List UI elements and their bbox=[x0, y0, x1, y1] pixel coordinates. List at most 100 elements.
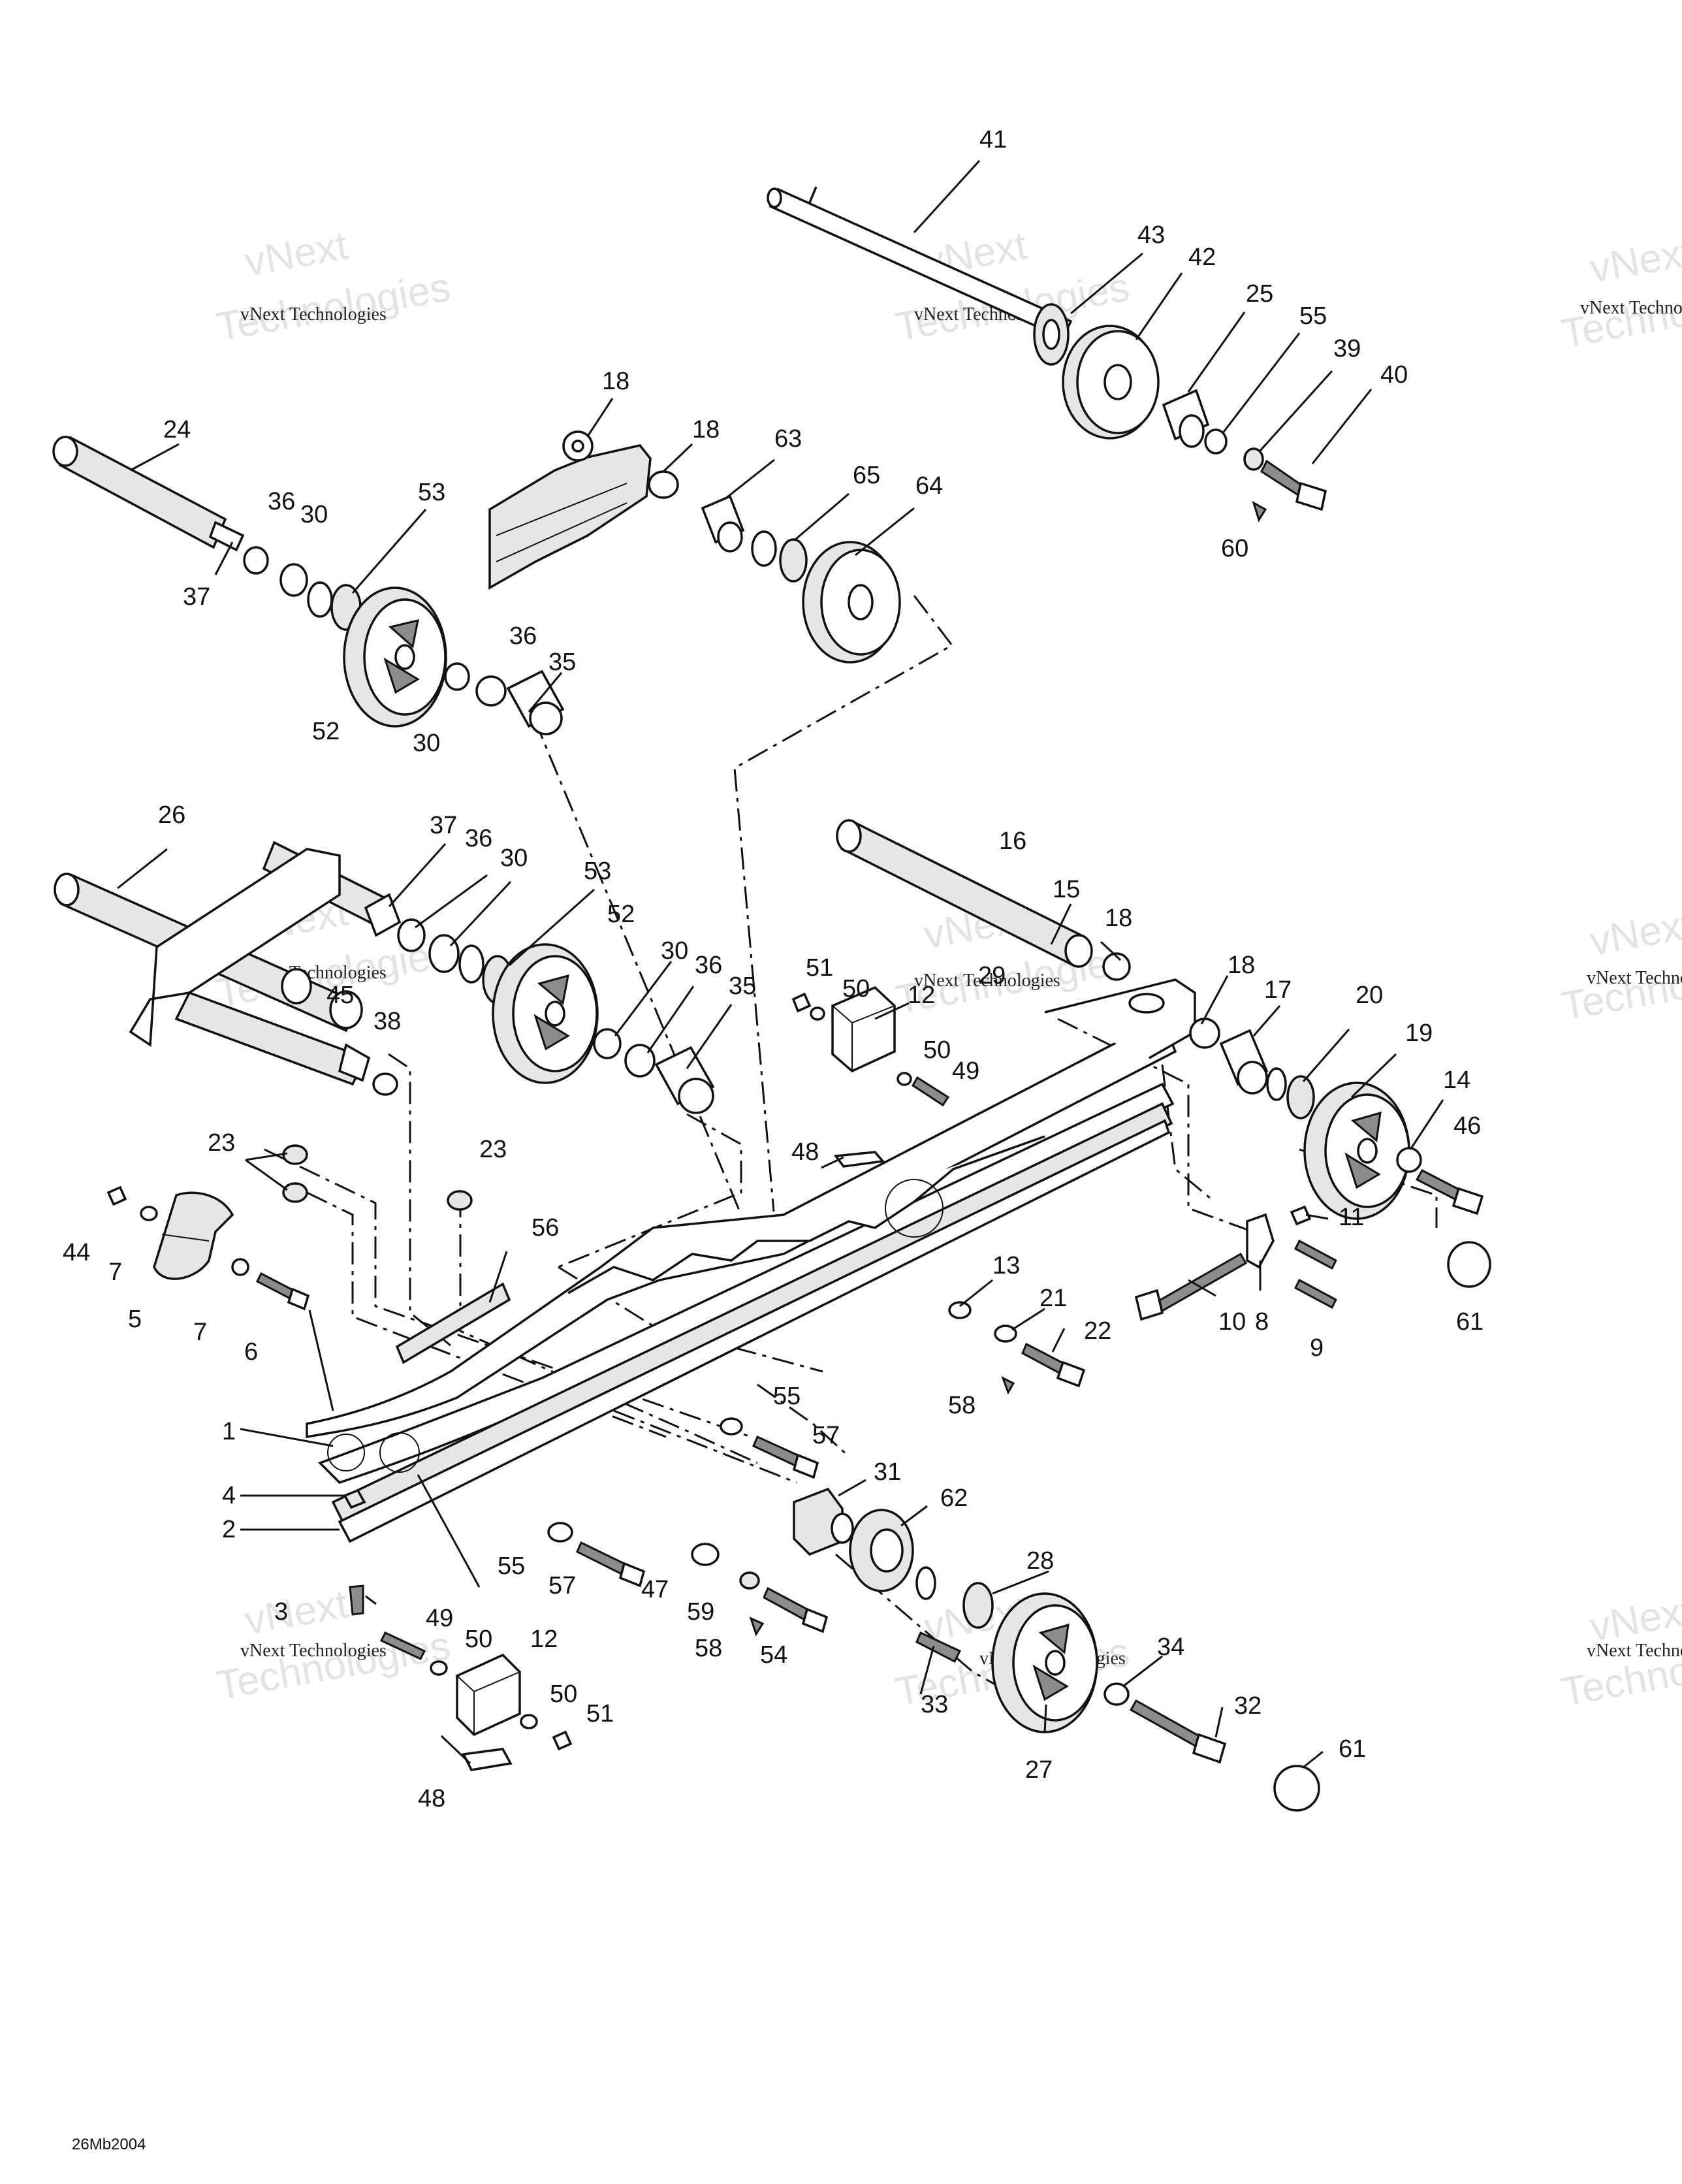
callout-24: 24 bbox=[163, 416, 191, 443]
watermark-small-9: vNext Technologies bbox=[1587, 1641, 1682, 1661]
part-49-screw-upper bbox=[911, 1076, 950, 1107]
part-51-nut-upper bbox=[791, 992, 812, 1013]
part-26-rear-arm bbox=[54, 841, 394, 1086]
part-30-spacer-4 bbox=[593, 1028, 622, 1059]
callout-27: 27 bbox=[1025, 1756, 1053, 1784]
callout-6: 6 bbox=[244, 1338, 258, 1366]
callout-55-top: 55 bbox=[1299, 302, 1327, 330]
callout-55-b: 55 bbox=[773, 1383, 801, 1410]
callout-39: 39 bbox=[1333, 335, 1361, 362]
part-35-bushing bbox=[506, 669, 565, 735]
callout-56: 56 bbox=[532, 1214, 559, 1242]
part-20-bearing bbox=[1286, 1075, 1315, 1119]
part-28-bearing bbox=[962, 1582, 994, 1629]
part-58-fitting-lower bbox=[749, 1616, 765, 1637]
callout-49-b: 49 bbox=[426, 1605, 453, 1632]
callout-15: 15 bbox=[1053, 876, 1080, 903]
callout-36-d: 36 bbox=[695, 952, 722, 979]
part-52-wheel-upper bbox=[343, 586, 447, 728]
part-19-wheel bbox=[1303, 1082, 1410, 1220]
callout-37-b: 37 bbox=[430, 812, 457, 839]
part-50-washer-upper bbox=[810, 1006, 825, 1021]
callout-58-a: 58 bbox=[948, 1392, 976, 1419]
part-35-bushing-2 bbox=[654, 1046, 715, 1114]
callout-18-b: 18 bbox=[692, 416, 720, 443]
watermark-small-1: vNext Technologies bbox=[240, 304, 387, 325]
watermark-3: vNext Technologies bbox=[1558, 229, 1682, 357]
part-13-washer bbox=[948, 1301, 972, 1319]
callout-7-b: 7 bbox=[193, 1319, 207, 1346]
part-48-pad-upper bbox=[833, 1151, 885, 1168]
part-6-bolt bbox=[255, 1272, 310, 1311]
part-18-washer bbox=[648, 470, 679, 499]
callout-32: 32 bbox=[1234, 1692, 1262, 1720]
callout-9: 9 bbox=[1310, 1334, 1324, 1362]
callout-65: 65 bbox=[853, 462, 880, 489]
callout-57-a: 57 bbox=[812, 1422, 840, 1449]
callout-14: 14 bbox=[1443, 1067, 1470, 1094]
callout-30-b: 30 bbox=[413, 730, 440, 757]
part-circlip-left bbox=[307, 581, 333, 618]
watermark-1: vNext Technologies bbox=[213, 223, 453, 350]
callout-3: 3 bbox=[274, 1598, 288, 1626]
part-18-washer-3 bbox=[1189, 1018, 1220, 1049]
part-16-shaft bbox=[836, 819, 1093, 968]
part-7-washer-2 bbox=[231, 1258, 249, 1276]
part-11-nut bbox=[1290, 1205, 1312, 1226]
watermark-7: vNext Technologies bbox=[213, 1581, 453, 1709]
part-23-nut-1 bbox=[282, 1144, 308, 1165]
callout-50-b: 50 bbox=[923, 1036, 951, 1064]
part-50-washer-upper-2 bbox=[897, 1072, 912, 1086]
part-40-bolt bbox=[1260, 459, 1327, 511]
callout-63: 63 bbox=[774, 425, 802, 453]
callout-10: 10 bbox=[1218, 1308, 1246, 1336]
callout-41: 41 bbox=[979, 126, 1007, 153]
callout-18-d: 18 bbox=[1228, 952, 1255, 979]
callout-18-c: 18 bbox=[1105, 905, 1132, 932]
callout-51-b: 51 bbox=[586, 1700, 614, 1727]
callout-37-a: 37 bbox=[183, 583, 210, 611]
part-56-plate bbox=[395, 1282, 511, 1364]
callout-35-b: 35 bbox=[729, 972, 756, 1000]
callout-34: 34 bbox=[1157, 1633, 1184, 1661]
callout-19: 19 bbox=[1405, 1020, 1433, 1047]
callout-42: 42 bbox=[1188, 244, 1216, 271]
part-57-bolt-lower bbox=[576, 1541, 646, 1588]
callout-64: 64 bbox=[915, 472, 943, 500]
callout-53-b: 53 bbox=[584, 858, 611, 885]
callout-36-a: 36 bbox=[268, 488, 295, 515]
part-62-thrust-washer bbox=[849, 1509, 914, 1592]
part-23-nut-3 bbox=[447, 1190, 473, 1211]
watermark-small-5: vNext Technologies bbox=[914, 971, 1060, 991]
part-64-wheel bbox=[802, 541, 901, 664]
part-12-block-upper bbox=[831, 986, 896, 1073]
callout-51-a: 51 bbox=[806, 954, 833, 982]
part-12-block-lower bbox=[456, 1653, 521, 1737]
part-10-bolt-head bbox=[1134, 1289, 1164, 1321]
callout-50-a: 50 bbox=[842, 975, 870, 1003]
part-47-washer bbox=[691, 1543, 720, 1566]
part-49-screw-lower bbox=[379, 1631, 426, 1660]
part-36-washer bbox=[243, 546, 269, 575]
figure-id-label: 26Mb2004 bbox=[72, 2136, 146, 2153]
callout-43: 43 bbox=[1137, 221, 1165, 249]
callout-59: 59 bbox=[687, 1598, 714, 1626]
callout-17: 17 bbox=[1264, 976, 1292, 1004]
callout-30-d: 30 bbox=[661, 937, 688, 965]
callout-54: 54 bbox=[760, 1641, 787, 1669]
part-60-grease-fitting bbox=[1252, 500, 1267, 522]
callout-44: 44 bbox=[63, 1239, 90, 1266]
callout-4: 4 bbox=[222, 1482, 236, 1509]
part-9-bolt-1 bbox=[1294, 1239, 1337, 1270]
callout-22: 22 bbox=[1084, 1317, 1111, 1345]
watermark-large-11: vNext bbox=[1587, 902, 1682, 964]
part-55-washer-top bbox=[1204, 428, 1228, 455]
part-22-bolt bbox=[1021, 1342, 1086, 1388]
part-42-idler-wheel bbox=[1062, 325, 1160, 440]
part-31-block bbox=[793, 1487, 854, 1556]
part-25-spacer bbox=[1162, 389, 1210, 448]
part-38-washer bbox=[372, 1072, 398, 1096]
part-circlip-mid bbox=[458, 944, 484, 984]
callout-29: 29 bbox=[978, 962, 1006, 989]
part-circlip-right bbox=[1266, 1067, 1287, 1101]
